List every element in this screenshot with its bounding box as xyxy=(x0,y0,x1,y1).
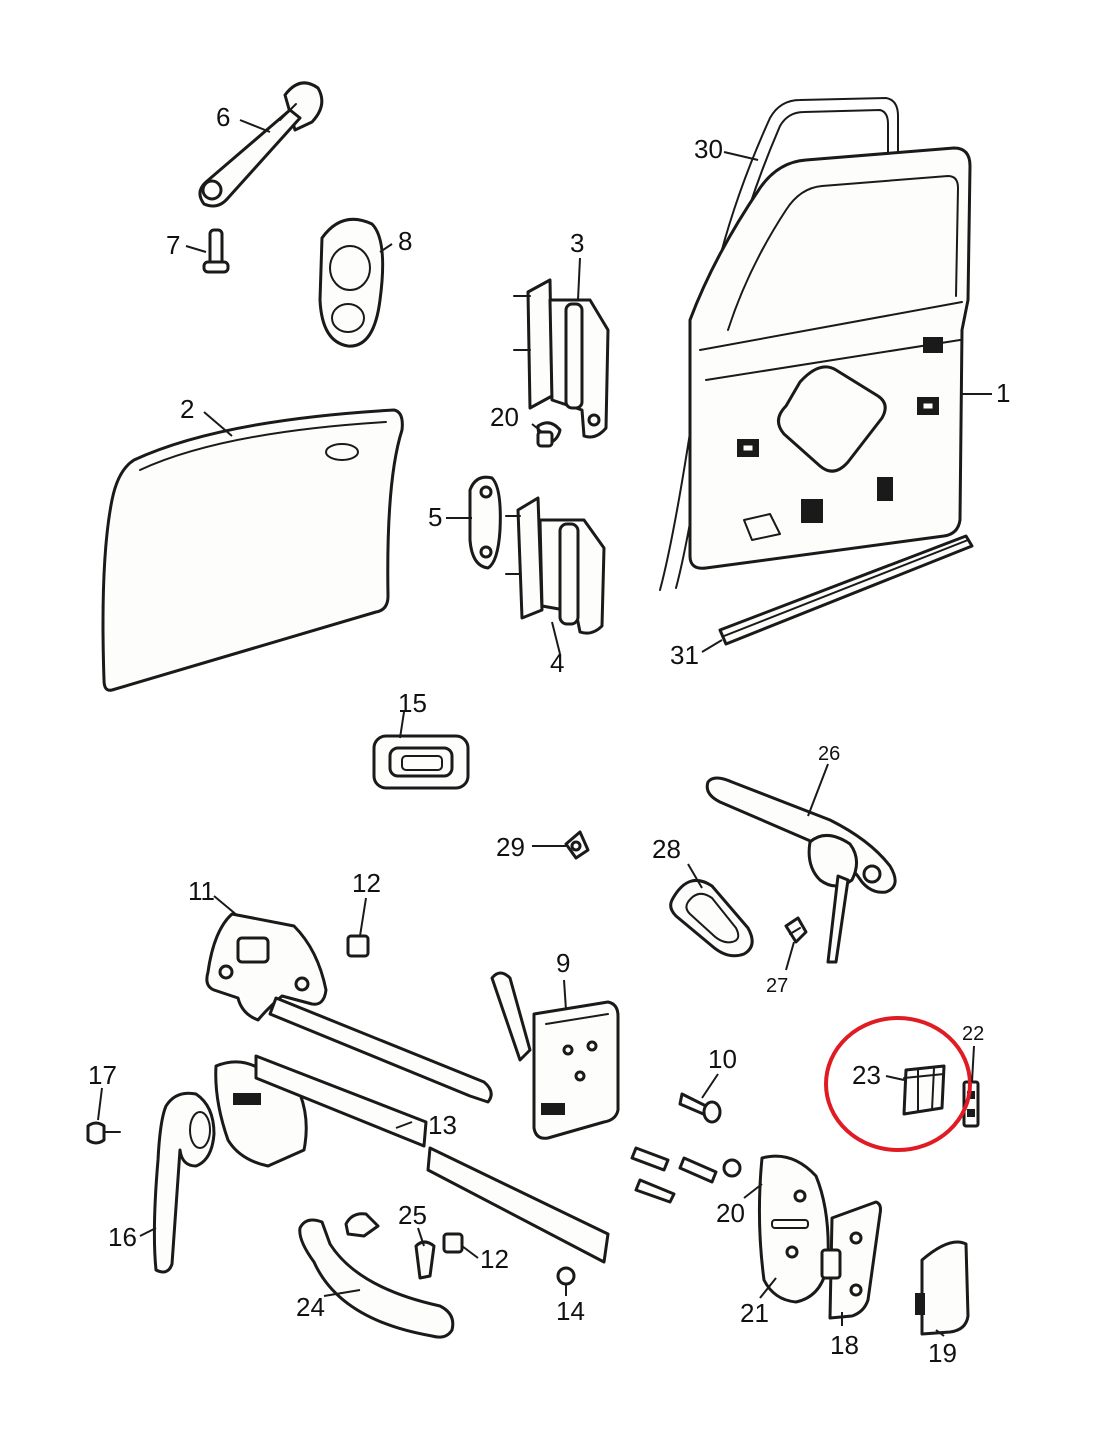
part-9-door-lock xyxy=(490,971,620,1140)
part-15-escutcheon xyxy=(372,734,470,790)
callout-labels: 1 2 3 4 5 6 7 8 9 10 11 12 13 14 15 16 1… xyxy=(88,102,1010,1368)
callout-1: 1 xyxy=(996,378,1010,408)
callout-12-lower: 12 xyxy=(480,1244,509,1274)
part-11-remote-bracket xyxy=(205,912,493,1104)
part-31-seal-strip xyxy=(718,534,974,646)
part-23-rubber-buffer xyxy=(902,1064,946,1116)
part-14-washer xyxy=(556,1266,576,1286)
callout-28: 28 xyxy=(652,834,681,864)
callout-23: 23 xyxy=(852,1060,881,1090)
callout-5: 5 xyxy=(428,502,442,532)
part-1-door-shell xyxy=(688,146,972,570)
part-17-screw xyxy=(86,1121,121,1145)
callout-9: 9 xyxy=(556,948,570,978)
callout-14: 14 xyxy=(556,1296,585,1326)
part-20-screws-lower xyxy=(630,1146,742,1204)
highlight-circle xyxy=(824,1016,972,1152)
part-10-screw xyxy=(678,1092,722,1124)
callout-4: 4 xyxy=(550,648,564,678)
part-3-upper-hinge xyxy=(513,278,610,439)
part-6-check-strap xyxy=(198,81,324,208)
callout-12-upper: 12 xyxy=(352,868,381,898)
part-7-pin xyxy=(202,228,230,274)
callout-24: 24 xyxy=(296,1292,325,1322)
callout-2: 2 xyxy=(180,394,194,424)
callout-6: 6 xyxy=(216,102,230,132)
leader-lines xyxy=(97,119,992,1337)
callout-29: 29 xyxy=(496,832,525,862)
callout-25: 25 xyxy=(398,1200,427,1230)
part-20-screw-upper xyxy=(536,421,562,448)
part-13-remote-rod xyxy=(214,1054,610,1264)
part-8-grommet xyxy=(318,217,385,348)
part-4-lower-hinge xyxy=(505,496,606,635)
part-5-plate xyxy=(468,475,502,570)
part-19-cover-plate xyxy=(915,1240,970,1336)
callout-3: 3 xyxy=(570,228,584,258)
part-12-clip-nut-lower xyxy=(414,1232,464,1280)
callout-10: 10 xyxy=(708,1044,737,1074)
part-28-gasket xyxy=(669,878,754,958)
part-25-clip xyxy=(344,1212,380,1238)
callout-31: 31 xyxy=(670,640,699,670)
callout-30: 30 xyxy=(694,134,723,164)
callout-21: 21 xyxy=(740,1298,769,1328)
callout-8: 8 xyxy=(398,226,412,256)
callout-20-upper: 20 xyxy=(490,402,519,432)
callout-7: 7 xyxy=(166,230,180,260)
callout-26: 26 xyxy=(818,743,840,765)
part-27-clip xyxy=(784,916,808,944)
part-24-pull-handle xyxy=(298,1218,455,1339)
part-2-door-skin xyxy=(101,408,404,692)
callout-20-lower: 20 xyxy=(716,1198,745,1228)
part-26-exterior-handle xyxy=(705,776,897,964)
callout-11: 11 xyxy=(188,876,215,906)
callout-15: 15 xyxy=(398,688,427,718)
callout-17: 17 xyxy=(88,1060,117,1090)
callout-13: 13 xyxy=(428,1110,457,1140)
part-21-striker-plate xyxy=(757,1154,830,1304)
part-12-clip-nut-upper xyxy=(346,934,370,958)
callout-16: 16 xyxy=(108,1222,137,1252)
part-29-nut xyxy=(564,830,590,860)
callout-22: 22 xyxy=(962,1023,984,1045)
callout-18: 18 xyxy=(830,1330,859,1360)
part-16-inside-handle xyxy=(152,1091,216,1274)
callout-19: 19 xyxy=(928,1338,957,1368)
part-18-striker xyxy=(820,1200,882,1320)
callout-27: 27 xyxy=(766,975,788,997)
